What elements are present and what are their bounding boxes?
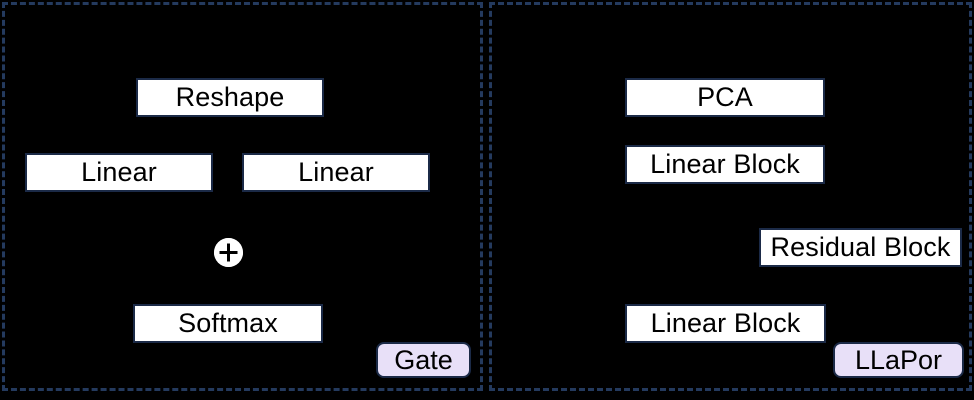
panel-gate [2, 2, 483, 391]
node-residual-block[interactable]: Residual Block [759, 228, 962, 267]
plus-operator-icon [214, 238, 243, 267]
node-pca[interactable]: PCA [625, 78, 825, 117]
node-linear-block-lower[interactable]: Linear Block [625, 304, 826, 343]
node-linear-left[interactable]: Linear [25, 153, 213, 192]
node-softmax[interactable]: Softmax [133, 304, 323, 343]
panel-label-gate[interactable]: Gate [376, 342, 471, 378]
panel-llapor [489, 2, 972, 391]
node-linear-block-upper[interactable]: Linear Block [625, 145, 825, 184]
panel-label-llapor[interactable]: LLaPor [833, 342, 964, 378]
node-linear-right[interactable]: Linear [242, 153, 430, 192]
node-reshape[interactable]: Reshape [136, 78, 324, 117]
